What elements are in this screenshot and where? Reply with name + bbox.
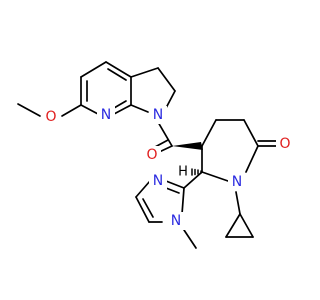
bond-c7a-npy — [113, 104, 132, 115]
bond-c3a-c3 — [130, 67, 159, 78]
bond-cp-3 — [225, 213, 241, 238]
bond-imid-c2-n3 — [165, 180, 185, 189]
lactam-nitrogen-label: N — [232, 174, 242, 190]
bond-n1-c2 — [181, 187, 185, 215]
bond-c7a-npy-inner — [113, 100, 127, 109]
pyridine-nitrogen-label: N — [101, 107, 111, 123]
wedge-bond — [172, 142, 203, 150]
methoxy-oxygen-label: O — [45, 109, 56, 125]
imidazole-n3-label: N — [153, 173, 163, 189]
amide-oxygen-label: O — [146, 147, 157, 163]
bond-n-methyl — [183, 229, 197, 249]
structure-drawing: O N N O O N N N H — [17, 61, 294, 249]
bond-npy-c6 — [80, 104, 99, 115]
bond-c4-c5-inner — [142, 198, 154, 218]
bond-n-cyclopropyl — [235, 191, 241, 215]
bond-cp-1 — [239, 213, 254, 238]
stereo-hydrogen-label: H — [178, 165, 188, 180]
bond-c4-c5 — [135, 196, 150, 223]
bond-c4-c3a — [105, 61, 132, 78]
molecule-diagram: O N N O O N N N H — [17, 61, 294, 249]
bond-imid-c2-n3-inner — [165, 187, 180, 194]
atom-labels: O N N O O N N N H — [42, 106, 294, 230]
bonds — [17, 61, 277, 249]
imidazole-n1-label: N — [171, 213, 181, 229]
bond-o-c6 — [61, 104, 82, 117]
bond-c3-c4 — [201, 119, 217, 147]
bond-c5-c6 — [243, 119, 259, 147]
pyrroline-nitrogen-label: N — [153, 107, 163, 123]
bond-c5-c4 — [80, 61, 107, 78]
bond-c2-imid — [183, 171, 203, 189]
lactam-oxygen-label: O — [279, 136, 290, 152]
bond-c2-n1 — [165, 90, 176, 109]
bond-camide-o-2 — [154, 139, 169, 148]
bond-c4-c3a-inner — [107, 68, 127, 81]
bond-c6-n1 — [245, 145, 259, 173]
bond-n1-camide — [157, 121, 173, 147]
bond-n1-c7a — [130, 104, 149, 113]
bond-n3-c4 — [135, 180, 151, 198]
bond-methyl-o — [17, 103, 41, 117]
bond-c3-c2 — [157, 67, 176, 92]
bond-n1-c2 — [201, 171, 229, 182]
